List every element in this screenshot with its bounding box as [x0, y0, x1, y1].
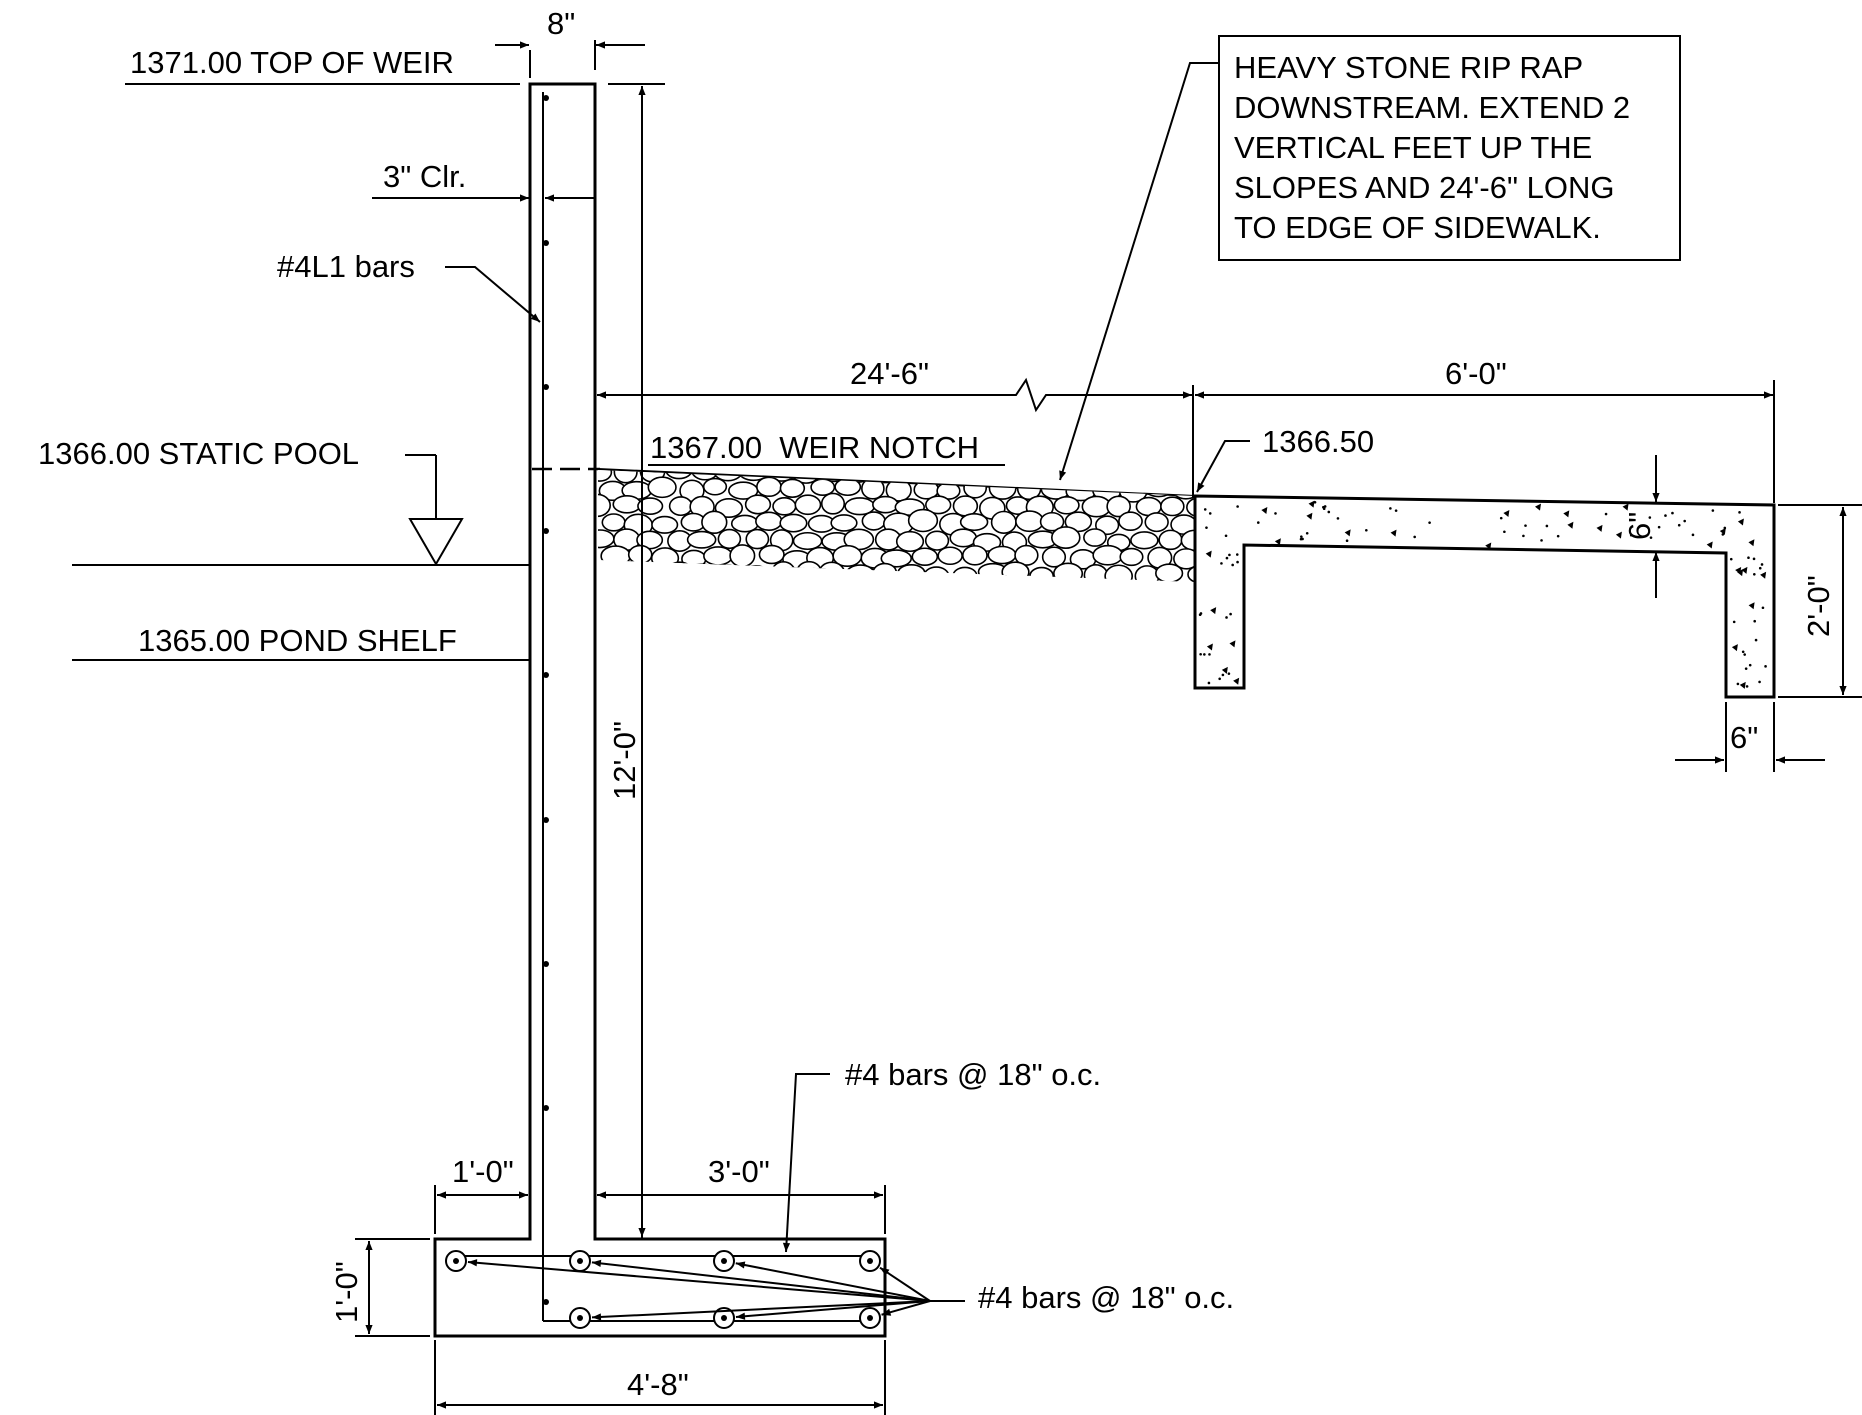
note-line: SLOPES AND 24'-6" LONG [1234, 170, 1614, 205]
note-line: VERTICAL FEET UP THE [1234, 130, 1592, 165]
slab-thickness-label: 6" [1622, 512, 1657, 540]
labels: 1371.00 TOP OF WEIR 8" 3" Clr. #4L1 bars… [38, 6, 1836, 1402]
l1-bars-label: #4L1 bars [277, 249, 415, 284]
footing-width-label: 4'-8" [627, 1367, 689, 1402]
wall-bar-dots [543, 95, 549, 1305]
static-pool-label: 1366.00 STATIC POOL [38, 436, 359, 471]
wall-thickness-label: 8" [547, 6, 575, 41]
bottom-bars-label: #4 bars @ 18" o.c. [978, 1280, 1234, 1315]
clear-cover-label: 3" Clr. [383, 159, 466, 194]
heel-length-label: 3'-0" [708, 1154, 770, 1189]
curb-depth-label: 2'-0" [1801, 575, 1836, 637]
bar-dot [543, 528, 549, 534]
bar-dot [543, 961, 549, 967]
sidewalk-width-label: 6'-0" [1445, 356, 1507, 391]
bar-dot [543, 817, 549, 823]
bar-dot [543, 384, 549, 390]
sidewalk-elevation-label: 1366.50 [1262, 424, 1374, 459]
note-line: DOWNSTREAM. EXTEND 2 [1234, 90, 1630, 125]
bar-dot [543, 1105, 549, 1111]
weir-notch-label: 1367.00 WEIR NOTCH [650, 430, 979, 465]
riprap-length-label: 24'-6" [850, 356, 929, 391]
footing-bars [445, 1250, 881, 1329]
dimensions [125, 40, 1862, 1415]
bar-dot [543, 1299, 549, 1305]
curb-width-label: 6" [1730, 720, 1758, 755]
top-of-weir-label: 1371.00 TOP OF WEIR [130, 45, 454, 80]
sidewalk-slab [1193, 494, 1776, 699]
wall-structure [433, 82, 887, 1338]
riprap [597, 468, 1196, 582]
note-line: TO EDGE OF SIDEWALK. [1234, 210, 1601, 245]
riprap-note: HEAVY STONE RIP RAP DOWNSTREAM. EXTEND 2 V… [1059, 35, 1681, 481]
wall-height-label: 12'-0" [607, 721, 642, 800]
bar-dot [543, 672, 549, 678]
water-lines [72, 454, 600, 661]
footing-depth-label: 1'-0" [329, 1261, 364, 1323]
toe-length-label: 1'-0" [452, 1154, 514, 1189]
bar-dot [543, 240, 549, 246]
pond-shelf-label: 1365.00 POND SHELF [138, 623, 457, 658]
top-bars-label: #4 bars @ 18" o.c. [845, 1057, 1101, 1092]
note-line: HEAVY STONE RIP RAP [1234, 50, 1583, 85]
water-level-triangle [408, 518, 464, 566]
bar-dot [543, 95, 549, 101]
